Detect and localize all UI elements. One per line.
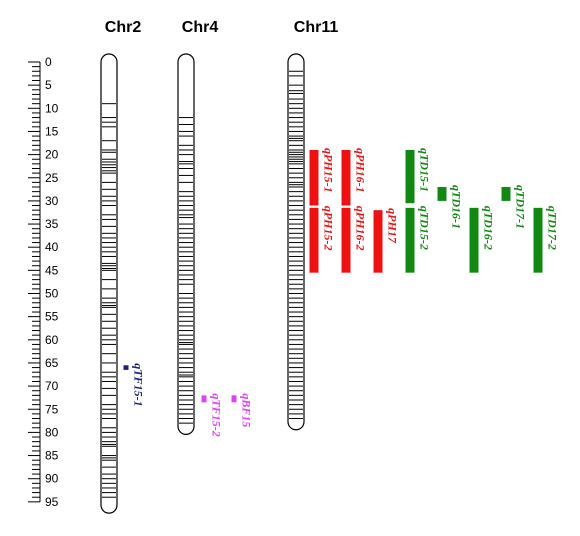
qtl-bar-qPH16-1: [341, 149, 351, 206]
scale-label: 35: [45, 217, 59, 231]
scale-label: 30: [45, 194, 59, 208]
qtl-bar-qTF15-1: [123, 365, 129, 370]
qtl-bar-qBF15: [231, 395, 237, 403]
qtl-bar-qPH17: [373, 210, 383, 273]
scale-label: 15: [45, 124, 59, 138]
chr2-title: Chr2: [105, 19, 142, 36]
qtl-bar-qPH15-2: [309, 207, 319, 273]
chromosome-body: [287, 53, 305, 431]
qtl-label-qTD17-2: qTD17-2: [546, 206, 560, 250]
chromosome-chr11: [287, 53, 305, 431]
scale-label: 85: [45, 449, 59, 463]
chromosome-body: [100, 53, 118, 514]
qtl-bar-qPH15-1: [309, 149, 319, 206]
qtl-label-qTD16-1: qTD16-1: [450, 185, 464, 229]
scale-label: 95: [45, 495, 59, 509]
qtl-bar-qTD15-2: [405, 207, 415, 273]
scale-label: 70: [45, 379, 59, 393]
scale-label: 25: [45, 171, 59, 185]
scale-label: 5: [45, 78, 52, 92]
qtl-label-qPH16-1: qPH16-1: [354, 148, 368, 193]
chromosome-chr2: [100, 53, 118, 514]
qtl-bar-qTD16-2: [469, 207, 479, 273]
qtl-bar-qTF15-2: [201, 395, 207, 403]
scale-label: 40: [45, 240, 59, 254]
scale-label: 60: [45, 333, 59, 347]
scale-label: 45: [45, 263, 59, 277]
scale-label: 80: [45, 425, 59, 439]
qtl-bar-qTD15-1: [405, 149, 415, 204]
scale-label: 65: [45, 356, 59, 370]
qtl-label-qBF15: qBF15: [240, 393, 254, 427]
qtl-bar-qPH16-2: [341, 207, 351, 273]
scale-label: 55: [45, 310, 59, 324]
qtl-bar-qTD16-1: [437, 187, 447, 201]
qtl-label-qPH17: qPH17: [386, 208, 400, 244]
scale-label: 0: [45, 55, 52, 69]
scale-label: 20: [45, 148, 59, 162]
qtl-label-qTD17-1: qTD17-1: [514, 185, 528, 229]
chr4-title: Chr4: [182, 19, 219, 36]
qtl-bar-qTD17-2: [533, 207, 543, 273]
qtl-label-qTF15-2: qTF15-2: [210, 393, 224, 436]
qtl-label-qPH15-1: qPH15-1: [322, 148, 336, 193]
qtl-label-qPH15-2: qPH15-2: [322, 206, 336, 251]
qtl-layer: qTF15-1 qTF15-2 qBF15 qPH15-1 qPH15-2 qPH16-1…: [123, 148, 560, 437]
scale-bar: 0 5 10 15 20 25 30 35 40 45 50 55 60 65 70 75 80 85 90 95: [28, 55, 59, 509]
qtl-label-qTD16-2: qTD16-2: [482, 206, 496, 250]
qtl-bar-qTD17-1: [501, 187, 511, 201]
scale-label: 90: [45, 472, 59, 486]
qtl-label-qPH16-2: qPH16-2: [354, 206, 368, 251]
qtl-label-qTF15-1: qTF15-1: [132, 363, 146, 406]
chr11-title: Chr11: [294, 19, 339, 36]
scale-label: 50: [45, 287, 59, 301]
chromosome-chr4: [177, 53, 195, 435]
qtl-label-qTD15-1: qTD15-1: [418, 148, 432, 192]
scale-label: 75: [45, 402, 59, 416]
scale-label: 10: [45, 101, 59, 115]
qtl-label-qTD15-2: qTD15-2: [418, 206, 432, 250]
